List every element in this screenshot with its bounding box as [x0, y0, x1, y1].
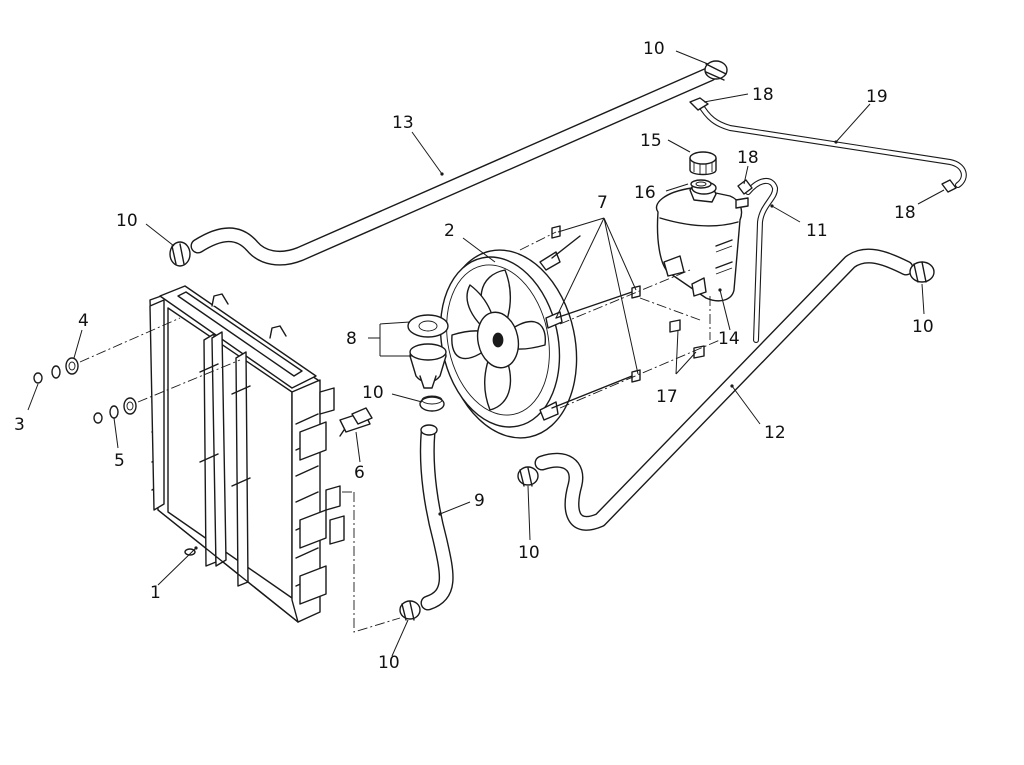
label-part-10-bottom: 10 [378, 653, 400, 673]
part-19-overflow-pipe [697, 101, 967, 188]
part-13-upper-radiator-hose [190, 66, 718, 266]
label-part-18-right: 18 [894, 203, 916, 223]
label-part-16: 16 [634, 183, 656, 203]
label-part-9: 9 [474, 491, 485, 511]
label-part-6: 6 [354, 463, 365, 483]
label-part-15: 15 [640, 131, 662, 151]
part-10-hose-clamp-bottom [399, 600, 421, 621]
label-part-7: 7 [597, 193, 608, 213]
part-11-vent-pipe [745, 178, 778, 343]
part-2-cooling-fan [439, 235, 633, 439]
part-18-clip-middle [737, 179, 753, 195]
label-part-10-top: 10 [643, 39, 665, 59]
label-part-10-lower-middle: 10 [518, 543, 540, 563]
label-part-18-top: 18 [752, 85, 774, 105]
part-3-nut [33, 372, 43, 384]
label-part-3: 3 [14, 415, 25, 435]
part-5-grommet-lower [93, 397, 137, 424]
part-12-lower-radiator-hose [534, 248, 914, 531]
part-10-hose-clamp-left [169, 241, 191, 267]
part-14-expansion-tank [655, 181, 749, 302]
label-part-8: 8 [346, 329, 357, 349]
part-18-clip-top [689, 97, 709, 111]
part-18-clip-right [941, 179, 957, 193]
part-9-coolant-hose [419, 424, 454, 611]
part-8-thermostat-housing [407, 314, 449, 389]
assembly-centerlines [79, 231, 721, 633]
label-part-1: 1 [150, 583, 161, 603]
part-17-tank-bolts [669, 319, 705, 359]
label-part-10-left: 10 [116, 211, 138, 231]
label-part-2: 2 [444, 221, 455, 241]
label-part-18-middle: 18 [737, 148, 759, 168]
label-part-4: 4 [78, 311, 89, 331]
leader-lines [27, 50, 945, 657]
part-1-radiator [149, 285, 345, 623]
label-part-5: 5 [114, 451, 125, 471]
part-6-temperature-sensor [339, 407, 373, 437]
label-part-10-right: 10 [912, 317, 934, 337]
part-10-hose-clamp-lower-middle [517, 466, 539, 487]
label-part-12: 12 [764, 423, 786, 443]
part-15-tank-cap [689, 151, 717, 176]
label-part-19: 19 [866, 87, 888, 107]
label-part-14: 14 [718, 329, 740, 349]
part-10-hose-clamp-right [909, 261, 935, 283]
label-part-11: 11 [806, 221, 828, 241]
part-10-hose-clamp-center [419, 395, 445, 412]
label-part-13: 13 [392, 113, 414, 133]
part-4-grommet-upper [51, 357, 79, 379]
callout-labels: 1 2 3 4 5 6 7 8 9 10 10 10 10 10 10 11 1… [14, 39, 934, 673]
part-16-cap-seal [690, 179, 712, 189]
label-part-10-center: 10 [362, 383, 384, 403]
part-10-hose-clamp-top-right [704, 60, 728, 81]
label-part-17: 17 [656, 387, 678, 407]
